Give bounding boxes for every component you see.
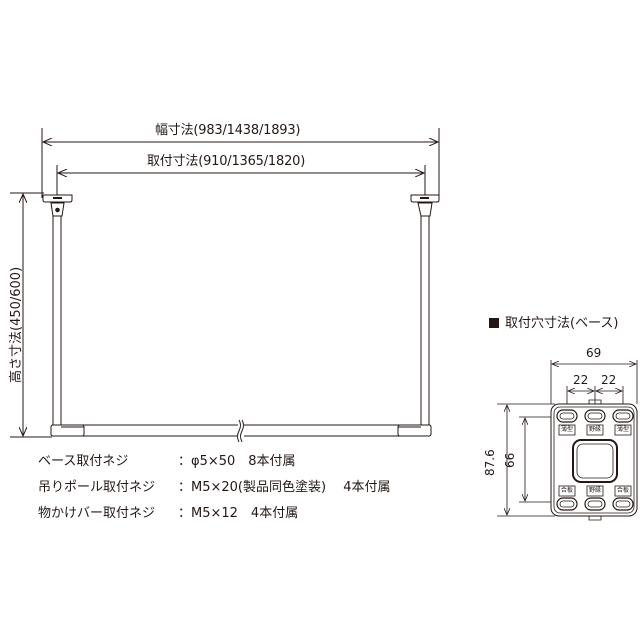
hole-label-bottom-center: 野縁 <box>588 487 601 494</box>
spec-value: ：M5×12 4本付属 <box>178 506 299 521</box>
dim-pitch-right: 22 <box>601 373 617 387</box>
dim-height-87-6: 87.6 <box>483 449 497 476</box>
spec-label: 物かけバー取付ネジ <box>38 506 156 521</box>
hole-label-top-right: 薄型 <box>616 426 629 433</box>
overall-width-label: 幅寸法(983/1438/1893) <box>155 123 301 138</box>
dim-width-69: 69 <box>586 346 602 360</box>
square-bullet-icon <box>489 318 499 328</box>
hole-label-top-center: 野縁 <box>588 426 601 433</box>
spec-value: ：M5×20(製品同色塗装) 4本付属 <box>178 480 391 495</box>
hole-label-bottom-left: 合板 <box>560 487 573 494</box>
base-detail-title-text: 取付穴寸法(ベース) <box>505 316 619 331</box>
spec-row-pole-screw: 吊りポール取付ネジ ：M5×20(製品同色塗装) 4本付属 <box>38 477 390 499</box>
spec-label: 吊りポール取付ネジ <box>38 480 156 495</box>
dim-pitch-left: 22 <box>573 373 589 387</box>
left-bar-end-cap <box>50 424 85 437</box>
right-bar-end-cap <box>397 424 432 437</box>
hole-label-top-left: 薄型 <box>560 426 573 433</box>
spec-row-base-screw: ベース取付ネジ ：φ5×50 8本付属 <box>38 451 296 473</box>
height-label: 高さ寸法(450/600) <box>9 266 24 383</box>
mount-width-label: 取付寸法(910/1365/1820) <box>147 154 306 169</box>
hole-label-bottom-right: 合板 <box>616 487 629 494</box>
spec-value: ：φ5×50 8本付属 <box>178 454 296 469</box>
dim-hole-pitch-66: 66 <box>503 452 517 468</box>
base-detail-title: 取付穴寸法(ベース) <box>489 312 619 331</box>
spec-row-bar-screw: 物かけバー取付ネジ ：M5×12 4本付属 <box>38 503 298 525</box>
spec-label: ベース取付ネジ <box>38 454 129 469</box>
base-hole-detail <box>497 360 638 521</box>
